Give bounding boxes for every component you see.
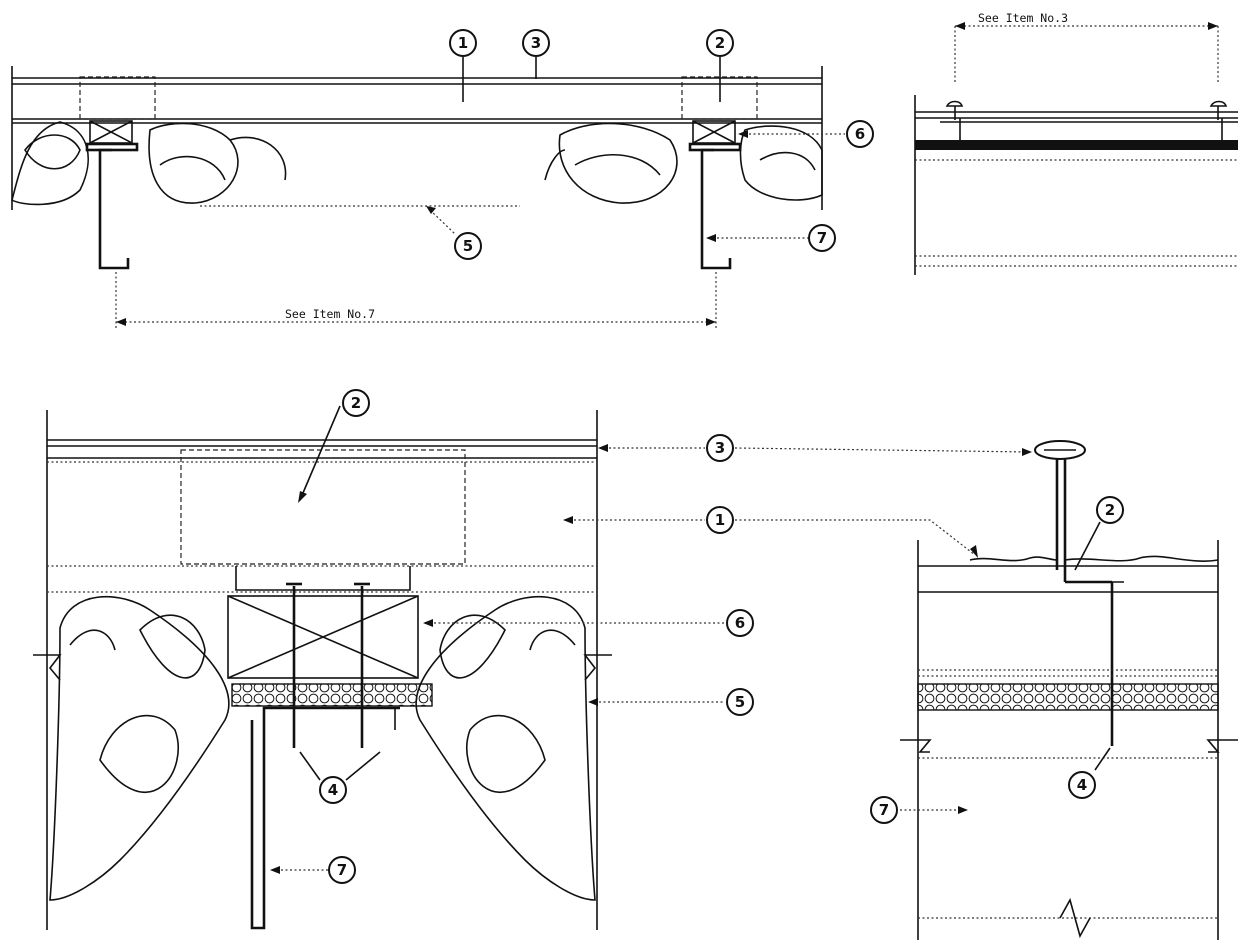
svg-text:6: 6: [735, 614, 745, 632]
callout-6-top: 6: [846, 120, 874, 148]
top-left-section: See Item No.7: [11, 57, 845, 330]
bottom-left-section: [33, 405, 725, 930]
svg-text:3: 3: [715, 439, 725, 457]
callout-7-top: 7: [808, 224, 836, 252]
svg-text:7: 7: [817, 229, 827, 247]
svg-text:7: 7: [879, 801, 889, 819]
bottom-right-section: [734, 440, 1238, 940]
dimension-label-item-7: See Item No.7: [285, 307, 375, 321]
svg-text:4: 4: [328, 781, 338, 799]
callout-4-bottom: 4: [319, 776, 347, 804]
callout-2-top: 2: [706, 29, 734, 57]
top-right-section: See Item No.3: [914, 11, 1238, 275]
callout-7-bottom: 7: [328, 856, 356, 884]
callout-3-top: 3: [522, 29, 550, 57]
svg-text:2: 2: [1105, 501, 1115, 519]
dimension-label-item-3: See Item No.3: [978, 11, 1068, 25]
svg-text:2: 2: [715, 34, 725, 52]
callout-1-bottom: 1: [706, 506, 734, 534]
svg-text:3: 3: [531, 34, 541, 52]
svg-text:4: 4: [1077, 776, 1087, 794]
callout-7-right: 7: [870, 796, 898, 824]
svg-text:1: 1: [715, 511, 725, 529]
callout-5-bottom: 5: [726, 688, 754, 716]
callout-5-top: 5: [454, 232, 482, 260]
callout-4-right: 4: [1068, 771, 1096, 799]
callout-6-bottom: 6: [726, 609, 754, 637]
svg-text:1: 1: [458, 34, 468, 52]
callout-2-bottom: 2: [342, 389, 370, 417]
svg-text:2: 2: [351, 394, 361, 412]
svg-text:5: 5: [463, 237, 473, 255]
callout-3-bottom: 3: [706, 434, 734, 462]
callout-1-top: 1: [449, 29, 477, 57]
svg-text:5: 5: [735, 693, 745, 711]
svg-text:6: 6: [855, 125, 865, 143]
callout-2-right: 2: [1096, 496, 1124, 524]
svg-text:7: 7: [337, 861, 347, 879]
